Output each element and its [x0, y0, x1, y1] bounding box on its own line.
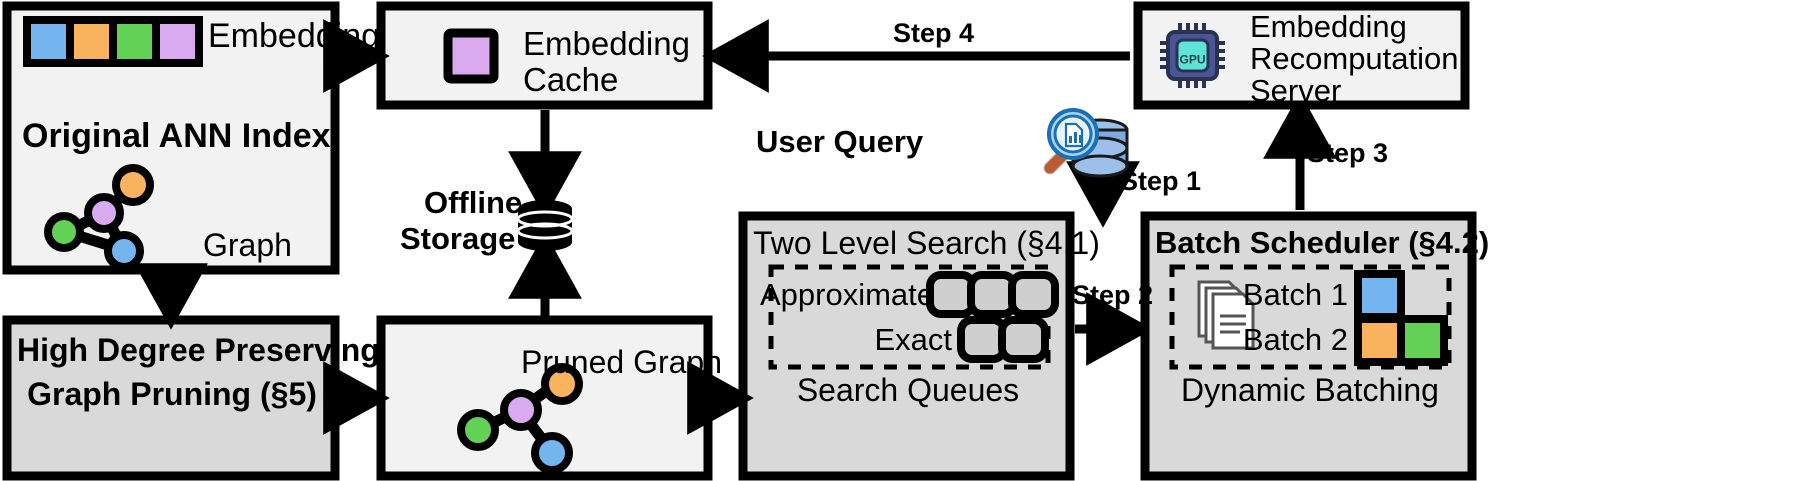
batch-scheduler-title: Batch Scheduler (§4.2)	[1155, 225, 1490, 260]
graph-pruning-line2: Graph Pruning (§5)	[27, 376, 317, 412]
embedding-cache-line1: Embedding	[523, 25, 690, 62]
box-embedding-cache	[376, 1, 713, 110]
documents-icon	[1197, 280, 1255, 350]
step1-label: Step 1	[1120, 166, 1202, 196]
pruned-graph-glyph-icon	[457, 363, 583, 474]
approximate-queue-boxes	[926, 271, 1059, 318]
recomputation-server-line1: Embedding	[1250, 9, 1407, 44]
offline-storage-line1: Offline	[424, 185, 523, 220]
offline-storage-line2: Storage	[400, 221, 516, 256]
exact-queue-boxes	[957, 316, 1049, 363]
batch1-chips	[1354, 270, 1405, 321]
gpu-chip-icon: GPU	[1160, 23, 1225, 88]
exact-label: Exact	[874, 322, 952, 357]
svg-text:GPU: GPU	[1179, 53, 1205, 67]
step2-label: Step 2	[1072, 280, 1154, 310]
step3-label: Step 3	[1307, 138, 1389, 168]
recomputation-server-line3: Server	[1250, 73, 1342, 108]
embedding-strip-icon	[23, 16, 203, 67]
user-query-label: User Query	[756, 124, 924, 159]
search-queues-footer: Search Queues	[796, 372, 1020, 408]
graph-pruning-line1: High Degree Preserving	[17, 332, 380, 368]
recomputation-server-line2: Recomputation	[1250, 41, 1459, 76]
graph-label: Graph	[203, 227, 292, 263]
dynamic-batching-footer: Dynamic Batching	[1181, 372, 1439, 408]
search-queues-dashed-region	[768, 264, 1051, 370]
batch2-label: Batch 2	[1242, 322, 1348, 357]
original-ann-index-title: Original ANN Index	[22, 117, 331, 155]
purple-square-icon	[443, 28, 499, 84]
query-database-search-icon	[1043, 108, 1129, 178]
step4-label: Step 4	[893, 18, 975, 48]
embedding-label: Embedding	[208, 17, 381, 55]
dynamic-batching-dashed-region	[1169, 264, 1452, 370]
two-level-search-title: Two Level Search (§4.1)	[753, 225, 1100, 261]
batch2-chips	[1354, 315, 1448, 366]
magnifier-part	[1043, 108, 1099, 175]
database-cylinder-icon	[516, 200, 574, 251]
graph-glyph-icon	[44, 164, 154, 271]
approximate-label: Approximate	[760, 277, 935, 312]
pruned-graph-label: Pruned Graph	[521, 344, 723, 380]
embedding-cache-line2: Cache	[523, 61, 619, 98]
batch1-label: Batch 1	[1242, 277, 1348, 312]
